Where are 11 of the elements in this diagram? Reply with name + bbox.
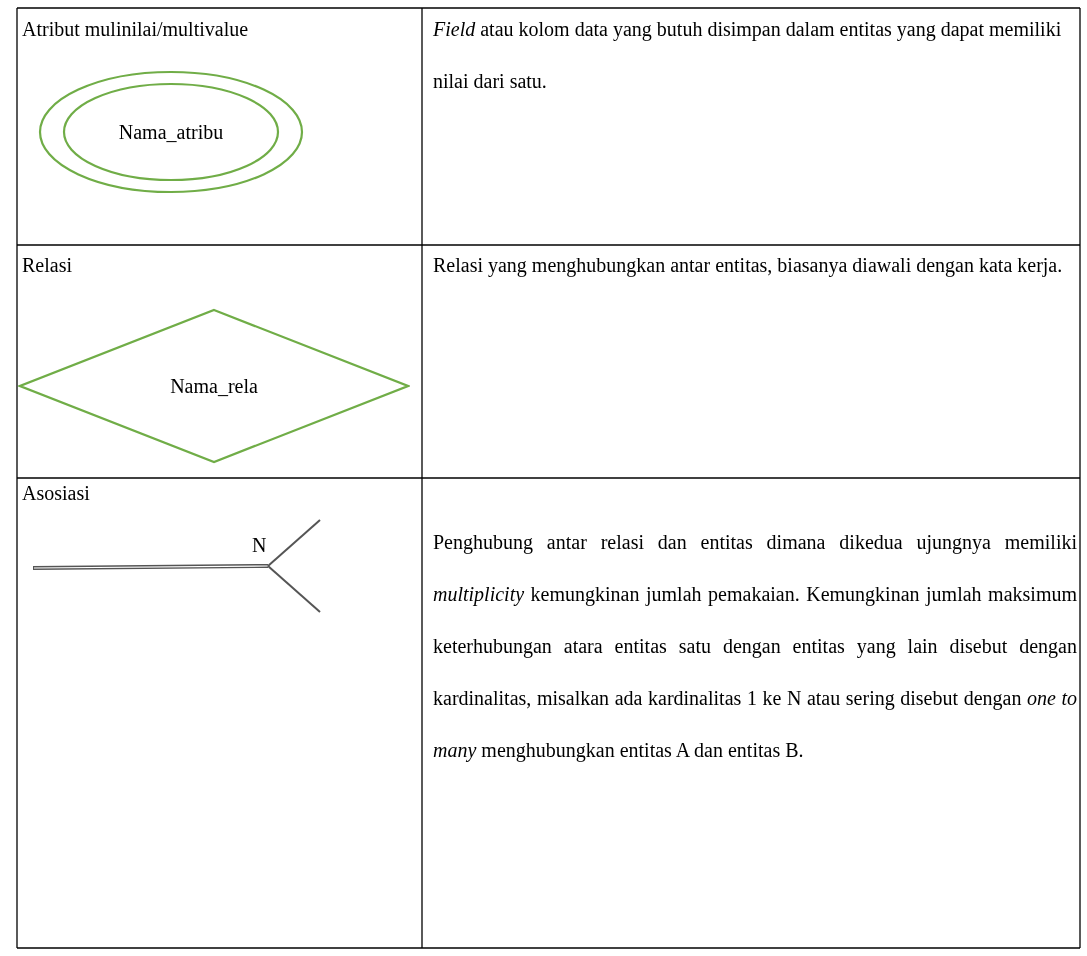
row-heading: Asosiasi <box>22 481 91 506</box>
row-heading: Atribut mulinilai/multivalue <box>22 17 250 42</box>
node-label: Nama_atribu <box>117 120 225 144</box>
description-text: Penghubung antar relasi dan entitas dimana dikedua ujungnya memiliki multiplicity kemungkinan jumlah pemakaian. Kemungkinan jumlah maksimum keterhubungan atara entitas satu dengan entitas yang lain disebut dengan kardinalitas, misalkan ada kardinalitas 1 ke N atau sering disebut dengan one to many menghubungkan entitas A dan entitas B. <box>433 530 1077 764</box>
row-heading: Relasi <box>22 253 73 278</box>
multivalue-attribute-ellipse <box>38 70 304 194</box>
description-text: Field atau kolom data yang butuh disimpan dalam entitas yang dapat memiliki nilai dari satu. <box>433 17 1063 94</box>
description-text: Relasi yang menghubungkan antar entitas, biasanya diawali dengan kata kerja. <box>433 253 1064 279</box>
node-label: Nama_rela <box>169 374 259 398</box>
relationship-diamond <box>18 308 410 464</box>
multiplicity-label: N <box>252 533 267 558</box>
